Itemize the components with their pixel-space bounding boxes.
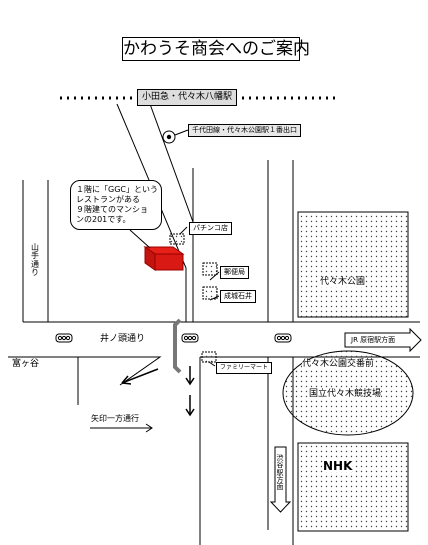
yoyogi-park-label: 代々木公園 xyxy=(320,277,366,287)
jr-direction-arrow xyxy=(344,327,422,353)
family-mart-label: ファミリーマート xyxy=(216,362,273,374)
chiyoda-exit-label: 千代田線・代々木公園駅１番出口 xyxy=(188,124,301,137)
nhk-label: NHK xyxy=(323,459,353,473)
pachinko-building-icon xyxy=(169,233,185,245)
post-office-label: 郵便局 xyxy=(220,266,249,279)
leader-post-office xyxy=(209,271,220,281)
yamate-dori-label: 山手通り xyxy=(31,243,39,278)
diagonal-road-east xyxy=(149,103,194,223)
one-way-label: 矢印一方通行 xyxy=(91,414,139,423)
tomigaya-label: 富ヶ谷 xyxy=(12,359,40,369)
leader-callout xyxy=(129,229,151,249)
traffic-signal-icon xyxy=(55,333,73,343)
seijo-ishii-label: 成城石井 xyxy=(220,290,256,303)
inokashira-dori-label: 井ノ頭通り xyxy=(100,334,146,344)
family-mart-building-icon xyxy=(201,351,217,363)
one-way-arrow-west-head xyxy=(121,375,132,385)
pachinko-label: パチンコ店 xyxy=(189,222,232,235)
subway-entrance-icon xyxy=(162,130,176,144)
one-way-arrow-down-1-head xyxy=(185,377,195,386)
national-stadium-label: 国立代々木競技場 xyxy=(309,389,382,399)
shibuya-label: 渋谷駅方面 xyxy=(276,454,284,492)
crosswalk-bracket xyxy=(173,318,182,374)
yoyogi-koen-koban-label: 代々木公園交番前 xyxy=(302,359,375,369)
one-way-legend-arrow-head xyxy=(145,423,153,433)
page-title: かわうそ商会へのご案内 xyxy=(122,37,310,61)
one-way-arrow-down-2-head xyxy=(185,408,195,417)
yoyogi-park-area xyxy=(297,211,409,318)
shibuya-direction-arrow xyxy=(269,446,292,513)
destination-building-icon xyxy=(143,246,185,271)
leader-seijo-ishii xyxy=(209,295,220,301)
traffic-signal-icon xyxy=(181,333,199,343)
lower-left-diagonal xyxy=(119,356,162,386)
leader-family-mart xyxy=(208,361,216,367)
one-way-arrow-west xyxy=(121,368,159,384)
seijo-ishii-building-icon xyxy=(202,286,218,300)
leader-pachinko xyxy=(179,226,188,235)
post-office-building-icon xyxy=(202,262,218,276)
odakyu-station-label: 小田急・代々木八幡駅 xyxy=(137,89,238,106)
traffic-signal-icon xyxy=(274,333,292,343)
jr-harajuku-label: JR 原宿駅方面 xyxy=(351,336,396,344)
nhk-area xyxy=(297,442,409,532)
leader-subway xyxy=(174,129,189,136)
destination-callout: １階に「GGC」という レストランがある ９階建てのマンショ ンの201です。 xyxy=(70,180,162,230)
